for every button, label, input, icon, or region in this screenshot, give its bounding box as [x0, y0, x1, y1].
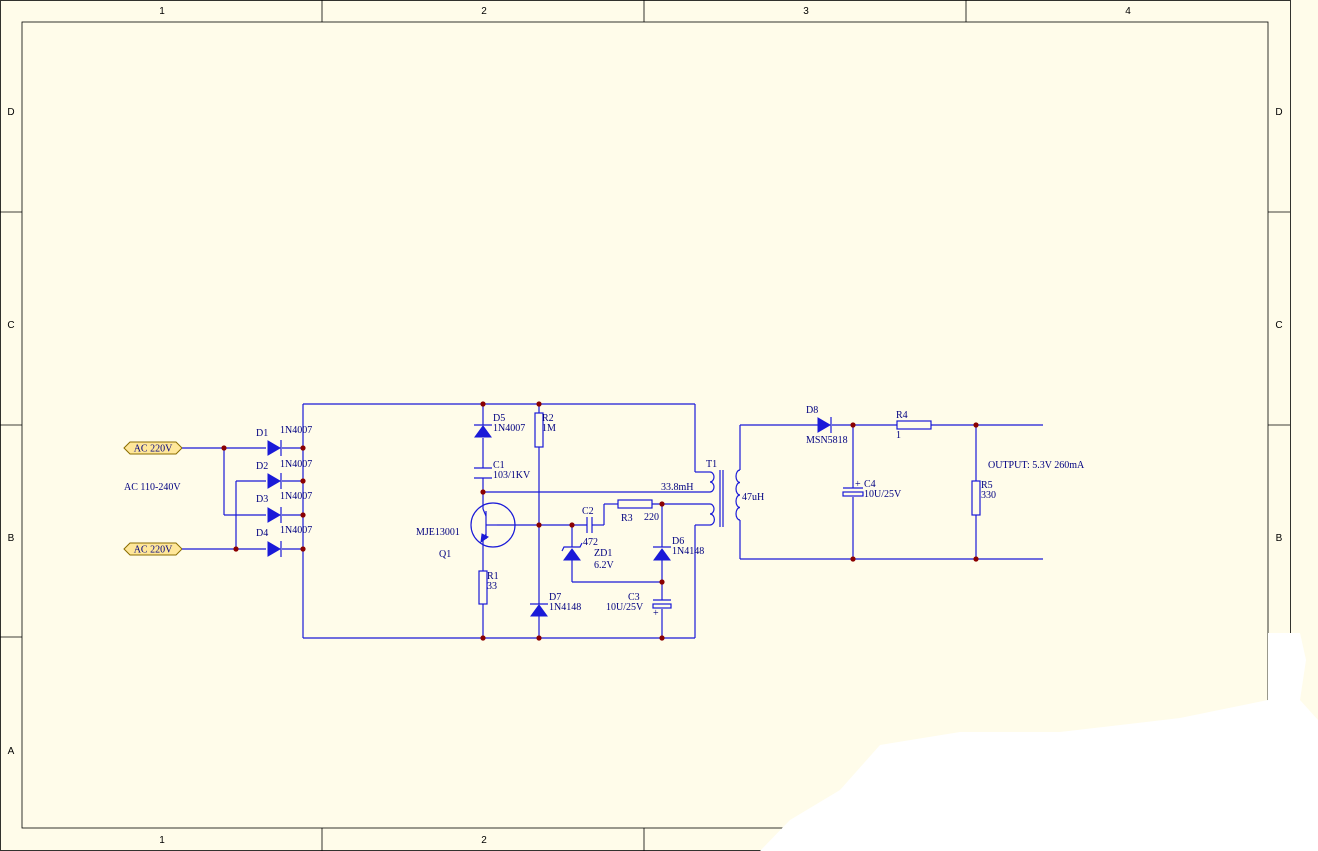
- diode-d5: D5 1N4007: [474, 413, 525, 438]
- svg-text:33.8mH: 33.8mH: [661, 482, 694, 493]
- sheet-border: [0, 0, 1291, 851]
- diode-d7: D7 1N4148: [530, 592, 581, 617]
- svg-text:6.2V: 6.2V: [594, 560, 615, 571]
- diode-d6: D6 1N4148: [653, 536, 704, 561]
- svg-text:T1: T1: [706, 459, 717, 470]
- zone-row-left-d: D: [7, 107, 14, 118]
- svg-text:D1: D1: [256, 428, 268, 439]
- resistor-r1: R1 33: [478, 570, 499, 605]
- diode-d3: D3 1N4007: [256, 491, 312, 523]
- svg-text:AC 220V: AC 220V: [134, 545, 173, 556]
- zone-row-left-c: C: [7, 320, 14, 331]
- zener-zd1: ZD1 6.2V: [561, 542, 615, 571]
- zone-col-top-2: 2: [481, 6, 487, 17]
- zone-col-top-1: 1: [159, 6, 165, 17]
- port-ac-top: AC 220V: [123, 441, 183, 455]
- zone-col-top-3: 3: [803, 6, 809, 17]
- output-spec-note: OUTPUT: 5.3V 260mA: [988, 460, 1085, 471]
- svg-text:AC 220V: AC 220V: [134, 444, 173, 455]
- zone-row-right-b: B: [1276, 533, 1283, 544]
- svg-text:D3: D3: [256, 494, 268, 505]
- svg-text:1N4148: 1N4148: [549, 602, 581, 613]
- svg-text:D7: D7: [549, 592, 561, 603]
- diode-d1: D1 1N4007: [256, 425, 312, 456]
- svg-text:C4: C4: [864, 479, 876, 490]
- svg-text:R5: R5: [981, 480, 993, 491]
- resistor-r4: R4 1: [896, 410, 932, 441]
- capacitor-c3: + C3 10U/25V: [606, 592, 672, 619]
- zone-col-bottom-1: 1: [159, 835, 165, 846]
- svg-text:1N4007: 1N4007: [280, 459, 312, 470]
- resistor-r2: R2 1M: [534, 412, 556, 448]
- transistor-q1: MJE13001 Q1: [416, 502, 516, 560]
- svg-text:1N4007: 1N4007: [280, 525, 312, 536]
- input-voltage-note: AC 110-240V: [124, 482, 181, 493]
- svg-text:ZD1: ZD1: [594, 548, 612, 559]
- scan-whiteout-area: [760, 633, 1318, 851]
- svg-text:330: 330: [981, 490, 996, 501]
- zone-row-right-d: D: [1275, 107, 1282, 118]
- svg-text:D4: D4: [256, 528, 268, 539]
- zone-row-left-a: A: [8, 746, 15, 757]
- svg-text:D2: D2: [256, 461, 268, 472]
- svg-text:C1: C1: [493, 460, 505, 471]
- svg-text:MJE13001: MJE13001: [416, 527, 460, 538]
- svg-text:Q1: Q1: [439, 549, 451, 560]
- svg-text:47uH: 47uH: [742, 492, 764, 503]
- svg-text:R3: R3: [621, 513, 633, 524]
- svg-text:R4: R4: [896, 410, 908, 421]
- capacitor-c1: C1 103/1KV: [474, 460, 531, 481]
- svg-text:1: 1: [896, 430, 901, 441]
- svg-text:D6: D6: [672, 536, 684, 547]
- svg-text:+: +: [855, 479, 861, 490]
- svg-text:33: 33: [487, 581, 497, 592]
- transformer-t1: T1 33.8mH 47uH: [661, 459, 764, 527]
- svg-text:1N4007: 1N4007: [280, 491, 312, 502]
- svg-text:D5: D5: [493, 413, 505, 424]
- zone-col-top-4: 4: [1125, 6, 1131, 17]
- svg-text:MSN5818: MSN5818: [806, 435, 848, 446]
- svg-text:C2: C2: [582, 506, 594, 517]
- port-ac-bottom: AC 220V: [123, 542, 183, 556]
- svg-text:1N4007: 1N4007: [493, 423, 525, 434]
- resistor-r3: R3 220: [617, 499, 659, 524]
- resistor-r5: R5 330: [971, 480, 996, 516]
- capacitor-c4: + C4 10U/25V: [842, 479, 902, 500]
- svg-text:C3: C3: [628, 592, 640, 603]
- diode-d4: D4 1N4007: [256, 525, 312, 557]
- svg-text:220: 220: [644, 512, 659, 523]
- zone-col-bottom-2: 2: [481, 835, 487, 846]
- svg-text:R2: R2: [542, 413, 554, 424]
- svg-text:1N4148: 1N4148: [672, 546, 704, 557]
- svg-text:10U/25V: 10U/25V: [606, 602, 644, 613]
- zone-row-left-b: B: [8, 533, 15, 544]
- svg-text:1N4007: 1N4007: [280, 425, 312, 436]
- svg-text:103/1KV: 103/1KV: [493, 470, 531, 481]
- svg-text:R1: R1: [487, 571, 499, 582]
- svg-text:+: +: [653, 608, 659, 619]
- zone-row-right-c: C: [1275, 320, 1282, 331]
- zone-labels: 1 2 3 4 1 2 D C B A D C B: [7, 6, 1282, 846]
- svg-text:1M: 1M: [542, 423, 556, 434]
- junction-dots: [221, 401, 979, 641]
- capacitor-c2: C2 472: [582, 506, 598, 548]
- svg-text:472: 472: [583, 537, 598, 548]
- diode-d2: D2 1N4007: [256, 459, 312, 489]
- svg-text:10U/25V: 10U/25V: [864, 489, 902, 500]
- diode-d8: D8 MSN5818: [806, 405, 848, 446]
- svg-text:D8: D8: [806, 405, 818, 416]
